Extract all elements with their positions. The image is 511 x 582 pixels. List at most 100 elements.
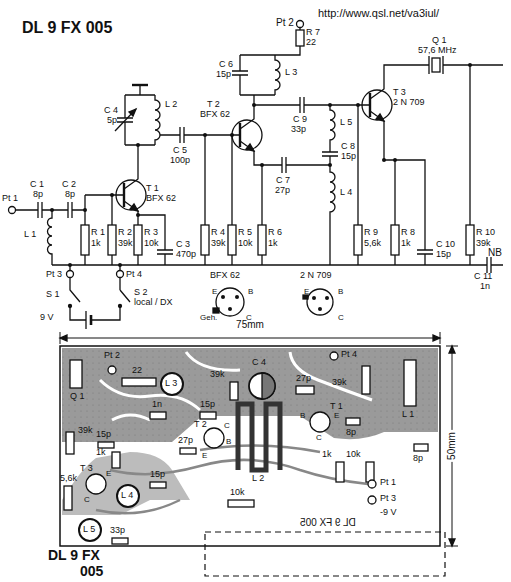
part-label: R 2 xyxy=(118,228,132,237)
part-label: R 4 xyxy=(211,228,225,237)
part-label: 100p xyxy=(170,156,190,165)
part-label: 39k xyxy=(78,426,93,435)
part-label: DL 9 FX xyxy=(48,548,100,562)
part-label: 005 xyxy=(80,564,103,578)
part-label: L 4 xyxy=(121,491,133,500)
part-label: B xyxy=(226,438,231,446)
part-label: 8p xyxy=(33,190,43,199)
part-label: C 6 xyxy=(219,60,233,69)
part-label: T 1 xyxy=(146,184,159,193)
part-label: 33p xyxy=(291,125,306,134)
part-label: R 7 xyxy=(306,28,320,37)
part-label: 39k xyxy=(211,239,226,248)
part-label: 1n xyxy=(152,400,162,409)
part-label: Pt 3 xyxy=(380,494,396,503)
part-label: http://www.qsl.net/va3iul/ xyxy=(318,8,439,19)
part-label: E xyxy=(212,288,217,296)
diagram-title: DL 9 FX 005 xyxy=(22,20,112,36)
part-label: Pt 3 xyxy=(46,270,62,279)
part-label: 1k xyxy=(91,239,101,248)
part-label: 1k xyxy=(96,448,106,457)
part-label: E xyxy=(202,452,207,460)
part-label: 8p xyxy=(65,190,75,199)
part-label: 8p xyxy=(413,454,423,463)
part-label: R 6 xyxy=(268,228,282,237)
part-label: L 1 xyxy=(24,230,36,239)
part-label: T 3 xyxy=(80,464,93,473)
part-label: 5,6k xyxy=(364,239,381,248)
part-label: 1k xyxy=(322,450,332,459)
part-label: 39k xyxy=(210,370,225,379)
part-label: local / DX xyxy=(134,298,173,307)
part-label: E xyxy=(334,412,339,420)
part-label: 39k xyxy=(332,378,347,387)
part-label: L 4 xyxy=(340,188,352,197)
part-label: L 3 xyxy=(285,68,297,77)
part-label: Q 1 xyxy=(70,392,85,401)
part-label: C 3 xyxy=(176,240,190,249)
part-label: NB xyxy=(488,248,502,258)
part-label: C xyxy=(224,422,230,430)
part-label: C xyxy=(316,434,322,442)
part-label: E xyxy=(304,288,309,296)
part-label: 39k xyxy=(476,239,491,248)
part-label: L 1 xyxy=(402,410,414,419)
part-label: 10k xyxy=(144,239,159,248)
part-label: 15p xyxy=(436,250,451,259)
part-label: Pt 1 xyxy=(2,194,18,203)
part-label: 15p xyxy=(150,470,165,479)
part-label: T 3 xyxy=(393,88,406,97)
part-label: 22 xyxy=(306,38,316,47)
part-label: 9 V xyxy=(40,313,54,322)
part-label: 1k xyxy=(268,239,278,248)
part-label: 27p xyxy=(296,374,311,383)
part-label: 50mm xyxy=(447,430,457,462)
part-label: C 2 xyxy=(62,180,76,189)
part-label: 39k xyxy=(118,239,133,248)
part-label: BFX 62 xyxy=(200,110,230,119)
part-label: C 1 xyxy=(30,180,44,189)
part-label: 8p xyxy=(346,428,356,437)
part-label: E xyxy=(106,470,111,478)
part-label: 27p xyxy=(178,436,193,445)
part-label: -9 V xyxy=(380,508,397,517)
part-label: 2 N 709 xyxy=(393,98,425,107)
part-label: B xyxy=(300,412,305,420)
part-label: L 5 xyxy=(83,525,95,534)
part-label: 33p xyxy=(110,526,125,535)
part-label: T 2 xyxy=(207,100,220,109)
part-label: C xyxy=(84,496,90,504)
part-label: Pt 1 xyxy=(380,478,396,487)
part-label: C 11 xyxy=(474,272,492,281)
part-label: L 3 xyxy=(165,379,177,388)
part-label: C 8 xyxy=(341,142,355,151)
part-label: T 2 xyxy=(194,420,207,429)
part-label: C 5 xyxy=(173,146,187,155)
part-label: L 2 xyxy=(165,100,177,109)
part-label: R 9 xyxy=(364,228,378,237)
part-label: 5,6k xyxy=(60,474,77,483)
part-label: DL 9 FX 005 xyxy=(300,518,356,528)
part-label: 22 xyxy=(132,366,142,375)
part-label: 2 N 709 xyxy=(300,271,332,280)
part-label: T 1 xyxy=(330,402,343,411)
part-label: Pt 2 xyxy=(276,18,294,28)
part-label: 15p xyxy=(216,70,231,79)
part-label: Pt 2 xyxy=(104,351,120,360)
part-label: 57,6 MHz xyxy=(418,46,457,55)
part-label: 75mm xyxy=(234,320,266,330)
part-label: Pt 4 xyxy=(126,270,142,279)
part-label: BFX 62 xyxy=(210,271,240,280)
part-label: C 9 xyxy=(293,115,307,124)
part-label: Pt 4 xyxy=(341,350,357,359)
part-label: B xyxy=(248,288,253,296)
part-label: 10k xyxy=(238,239,253,248)
part-label: B xyxy=(338,288,343,296)
part-label: 10k xyxy=(346,450,361,459)
part-label: C 10 xyxy=(436,240,455,249)
part-label: S 1 xyxy=(46,290,60,299)
part-label: 27p xyxy=(275,186,290,195)
